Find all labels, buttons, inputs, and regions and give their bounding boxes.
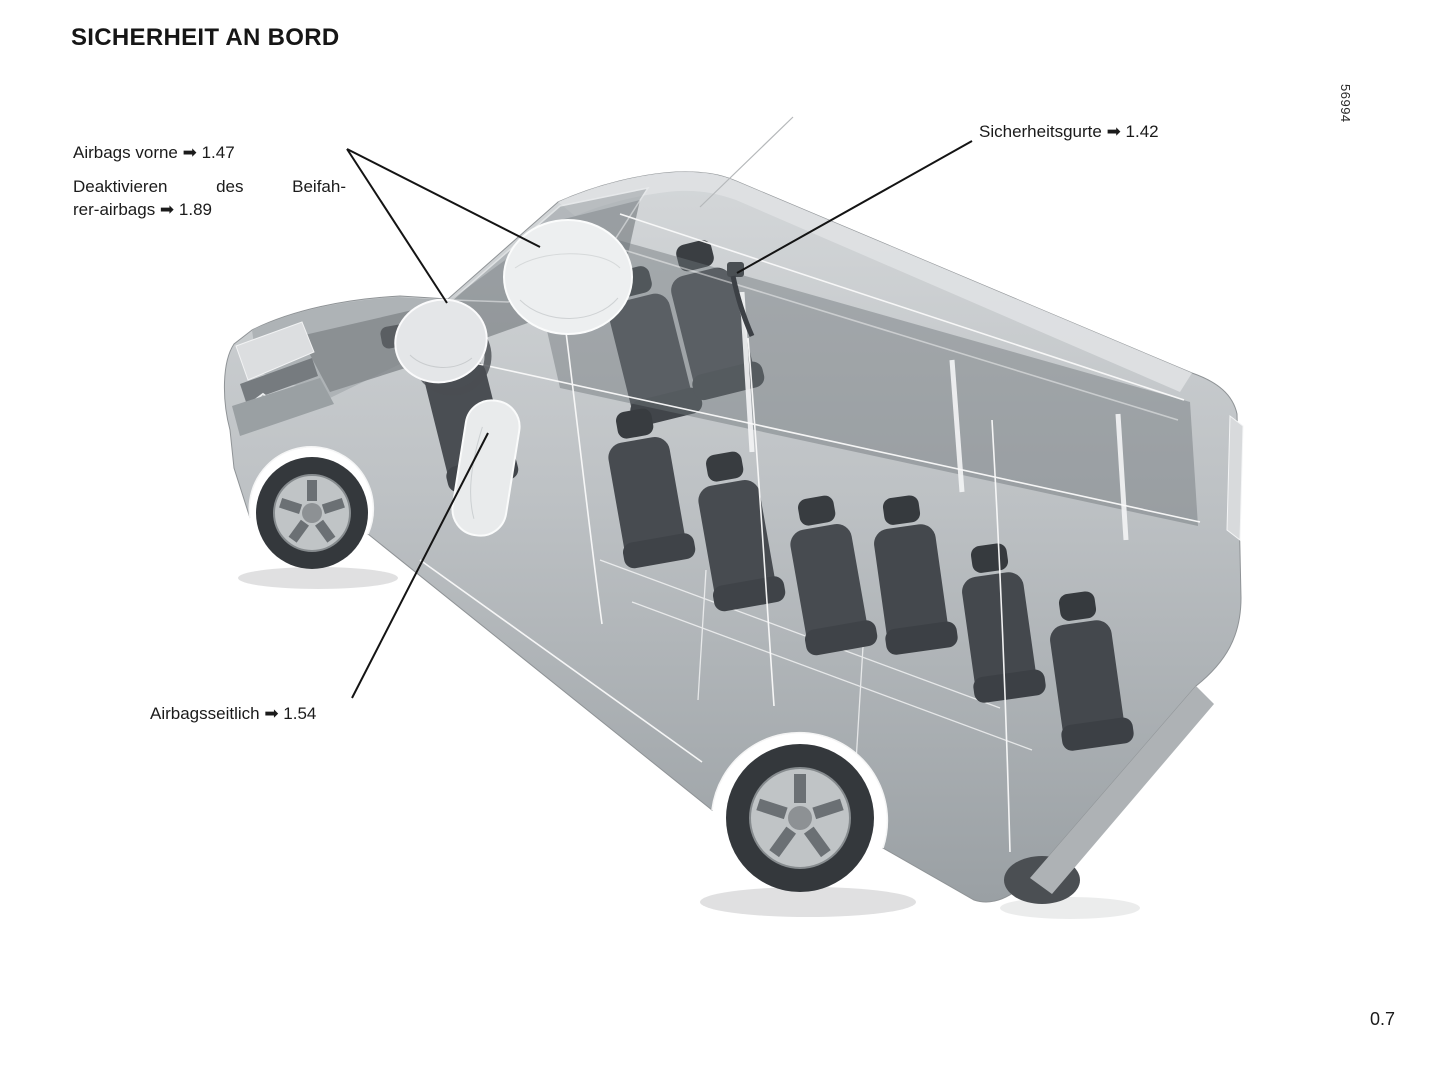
label-side-airbags: Airbagsseitlich ➡ 1.54 — [150, 704, 317, 723]
label-front-airbags: Airbags vorne ➡ 1.47 — [73, 143, 235, 162]
label-deactivate-line1: Deaktivieren des Beifah- — [73, 177, 346, 196]
rear-seat — [962, 543, 1046, 703]
rear-seat — [790, 495, 878, 656]
rear-seat — [608, 408, 696, 569]
side-airbag — [451, 399, 521, 537]
figure-number: 56994 — [1338, 84, 1353, 123]
label-seatbelts: Sicherheitsgurte ➡ 1.42 — [979, 122, 1159, 141]
seatbelt — [727, 262, 755, 338]
leader-line-side-airbag — [351, 432, 489, 699]
floor-frame-lines — [599, 559, 1033, 763]
front-bumper — [232, 378, 334, 436]
leader-line-seatbelt — [736, 140, 973, 274]
taillight — [1226, 415, 1244, 541]
page-number: 0.7 — [1369, 1009, 1395, 1029]
rear-bumper — [1030, 686, 1214, 894]
passenger-airbag — [503, 219, 633, 335]
passenger-seat — [671, 240, 765, 401]
side-windows — [540, 236, 1198, 526]
front-wheel — [256, 457, 368, 569]
label-deactivate-passenger-airbag: Deaktivieren des Beifah- rer-airbags ➡ 1… — [73, 175, 346, 221]
rear-seat — [1050, 591, 1134, 751]
label-deactivate-line2: rer-airbags ➡ 1.89 — [73, 200, 212, 219]
rear-wheel — [726, 744, 874, 892]
body-seam-lines — [248, 213, 1201, 853]
leader-line-passenger-airbag — [346, 148, 541, 248]
leader-lines — [346, 140, 973, 699]
leader-line-driver-airbag — [346, 148, 448, 304]
headlight — [235, 321, 315, 381]
page-title: SICHERHEIT AN BORD — [71, 24, 340, 51]
rear-seat — [874, 495, 958, 655]
roof-reference-line — [699, 116, 794, 208]
grille — [240, 358, 318, 402]
driver-airbag — [394, 298, 488, 384]
